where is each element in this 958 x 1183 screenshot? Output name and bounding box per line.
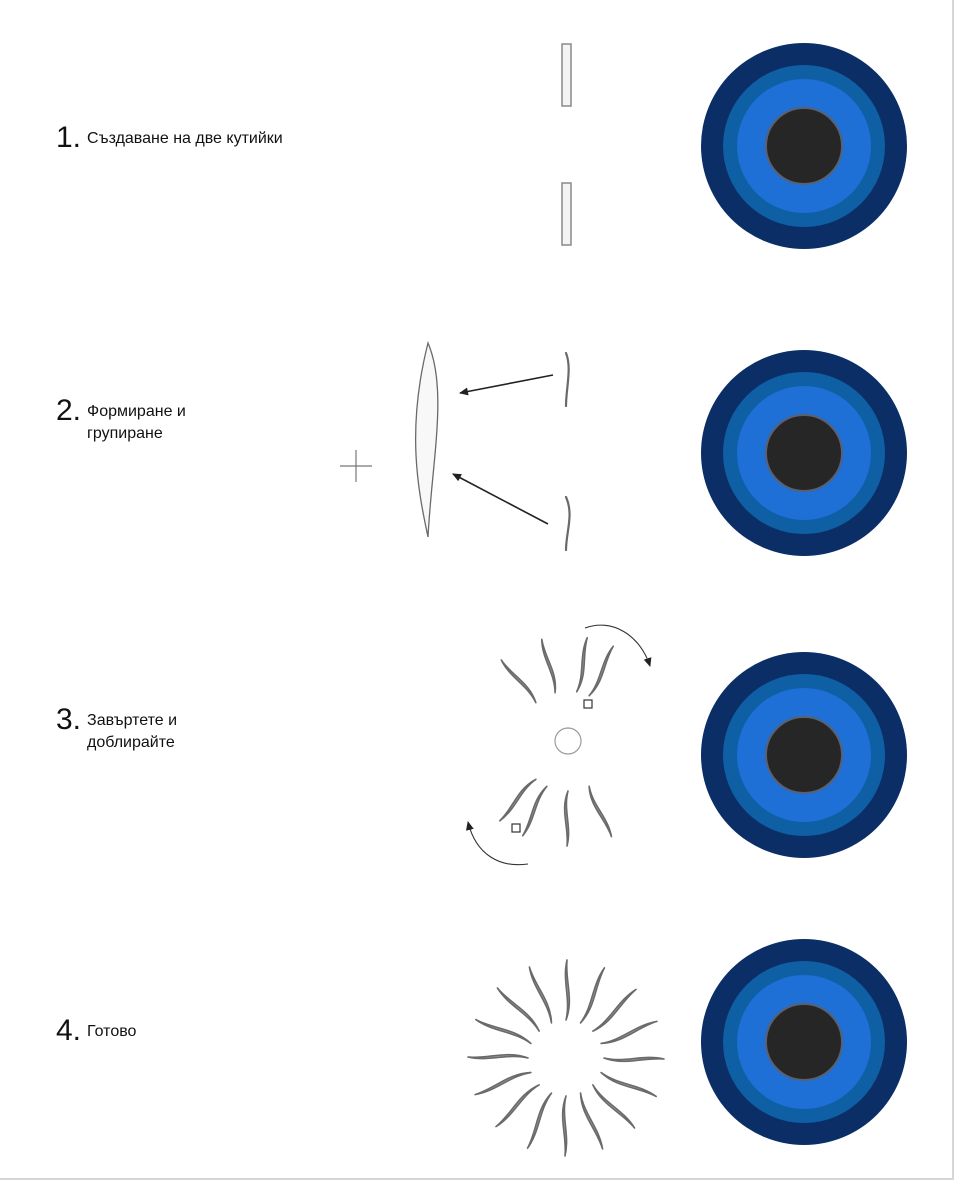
arrow-top bbox=[459, 374, 554, 396]
lash-final-14 bbox=[496, 987, 540, 1032]
lash-step3-4 bbox=[588, 785, 613, 838]
step-2-text: Формиране и групиране bbox=[87, 403, 186, 442]
step-4-number: 4. bbox=[56, 1014, 82, 1047]
step-1-text: Създаване на две кутийки bbox=[87, 130, 283, 147]
handle-square-top bbox=[583, 699, 593, 709]
shaped-box-top bbox=[564, 351, 570, 408]
lash-final-11 bbox=[474, 1071, 532, 1096]
eye-pupil bbox=[765, 716, 843, 794]
lash-step3-3 bbox=[588, 645, 615, 697]
lash-final-3 bbox=[600, 1020, 658, 1045]
step-3-shapes bbox=[466, 624, 652, 866]
lash-step3-0 bbox=[500, 659, 537, 704]
handle-square-bottom bbox=[511, 823, 521, 833]
rotate-arrow-top bbox=[584, 624, 652, 667]
lash-step3-6 bbox=[521, 785, 548, 837]
lash-final-2 bbox=[592, 988, 637, 1032]
eye-pupil bbox=[765, 107, 843, 185]
rotate-arrow-bottom bbox=[466, 821, 529, 866]
lash-final-7 bbox=[579, 1092, 604, 1150]
step-3-number: 3. bbox=[56, 703, 82, 736]
step-4-text: Готово bbox=[87, 1023, 137, 1040]
rotation-center-circle bbox=[554, 727, 582, 755]
step-4-label: 4. Готово bbox=[56, 1016, 136, 1046]
eye-1 bbox=[701, 43, 907, 249]
lash-final-5 bbox=[600, 1071, 657, 1098]
lash-final-15 bbox=[528, 966, 553, 1024]
lash-final-12 bbox=[467, 1053, 529, 1060]
eye-4 bbox=[701, 939, 907, 1145]
step-2-shapes bbox=[340, 340, 571, 552]
shaped-box-bottom bbox=[564, 495, 571, 552]
step-1-boxes bbox=[561, 43, 572, 246]
eye-2 bbox=[701, 350, 907, 556]
plus-icon bbox=[340, 450, 372, 482]
step-1-number: 1. bbox=[56, 121, 82, 154]
box-top bbox=[561, 43, 572, 107]
lash-final-8 bbox=[561, 1095, 568, 1157]
lash-step3-2 bbox=[575, 636, 589, 693]
lash-step3-1 bbox=[540, 638, 557, 694]
lash-final-6 bbox=[592, 1084, 636, 1129]
eye-pupil bbox=[765, 414, 843, 492]
lash-step3-5 bbox=[563, 790, 570, 847]
step-3-text: Завъртете и доблирайте bbox=[87, 712, 178, 751]
lash-final-9 bbox=[526, 1092, 553, 1149]
lash-final-4 bbox=[603, 1056, 665, 1063]
step-4-shapes bbox=[467, 959, 665, 1157]
lash-final-10 bbox=[495, 1084, 540, 1128]
grouped-lash-shape bbox=[414, 340, 439, 538]
lash-final-13 bbox=[475, 1018, 532, 1045]
eye-column bbox=[701, 43, 907, 1145]
eye-pupil bbox=[765, 1003, 843, 1081]
lash-step3-7 bbox=[498, 778, 537, 822]
step-2-label: 2. Формиране и групиране bbox=[56, 396, 237, 445]
step-1-label: 1. Създаване на две кутийки bbox=[56, 123, 387, 153]
lash-final-1 bbox=[579, 967, 606, 1024]
box-bottom bbox=[561, 182, 572, 246]
arrow-bottom bbox=[452, 473, 549, 525]
step-3-label: 3. Завъртете и доблирайте bbox=[56, 705, 227, 754]
step-2-number: 2. bbox=[56, 394, 82, 427]
lash-final-0 bbox=[564, 959, 571, 1021]
eye-3 bbox=[701, 652, 907, 858]
